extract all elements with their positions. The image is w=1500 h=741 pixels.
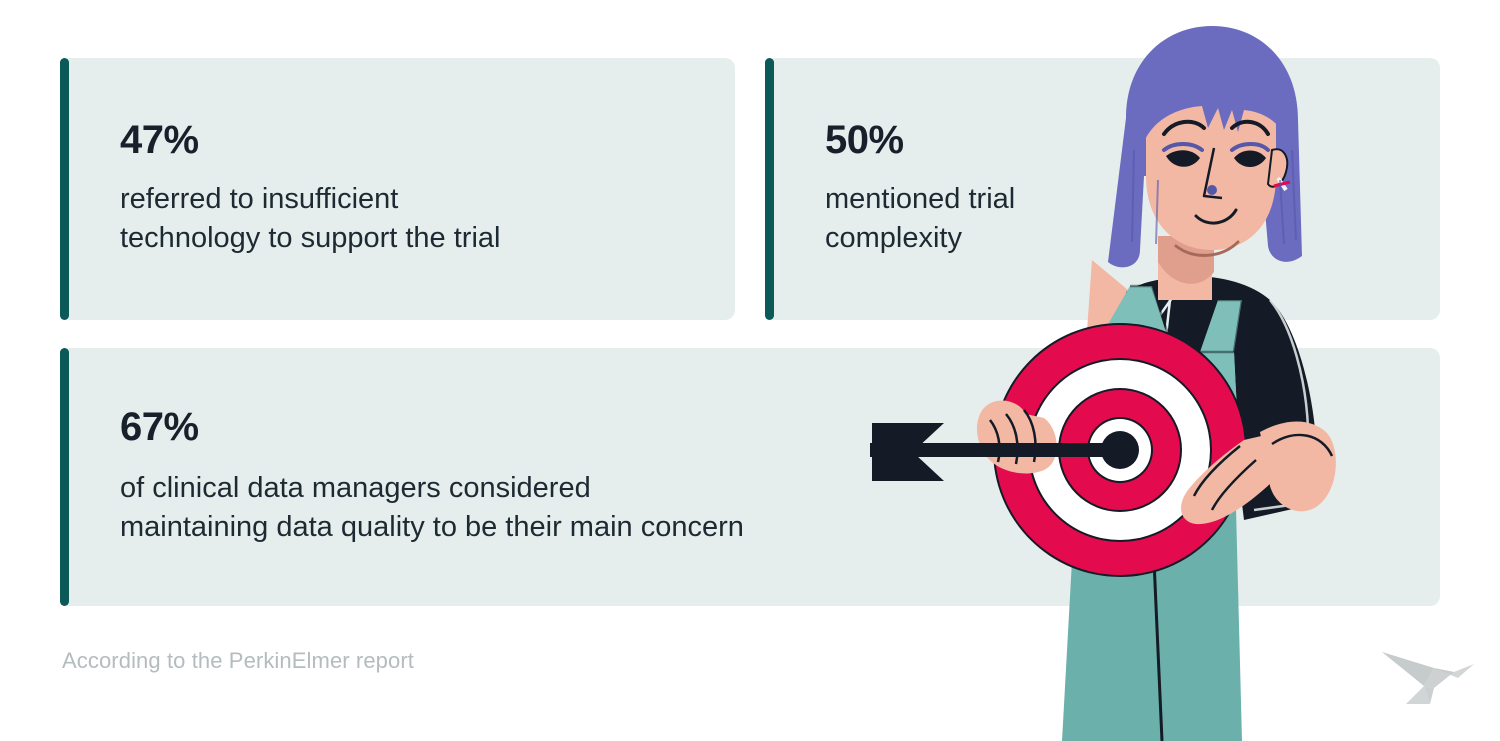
origami-bird-logo (1382, 652, 1474, 704)
stat-percent-value: 47% (120, 118, 199, 163)
stat-percent-value: 50% (825, 118, 904, 163)
card-accent-bar (60, 58, 69, 320)
stat-card-trial-complexity: 50% mentioned trial complexity (765, 58, 1440, 320)
card-accent-bar (60, 348, 69, 606)
stat-card-content: 47% referred to insufficient technology … (120, 58, 717, 320)
stat-card-data-quality-concern: 67% of clinical data managers considered… (60, 348, 1440, 606)
source-note: According to the PerkinElmer report (62, 648, 414, 673)
card-accent-bar (765, 58, 774, 320)
stat-description: referred to insufficient technology to s… (120, 183, 501, 254)
stat-description: mentioned trial complexity (825, 183, 1016, 254)
stat-card-insufficient-technology: 47% referred to insufficient technology … (60, 58, 735, 320)
stat-description: of clinical data managers considered mai… (120, 472, 744, 543)
stat-card-content: 50% mentioned trial complexity (825, 58, 1422, 320)
stat-card-content: 67% of clinical data managers considered… (120, 348, 1422, 606)
stat-percent-value: 67% (120, 405, 199, 450)
